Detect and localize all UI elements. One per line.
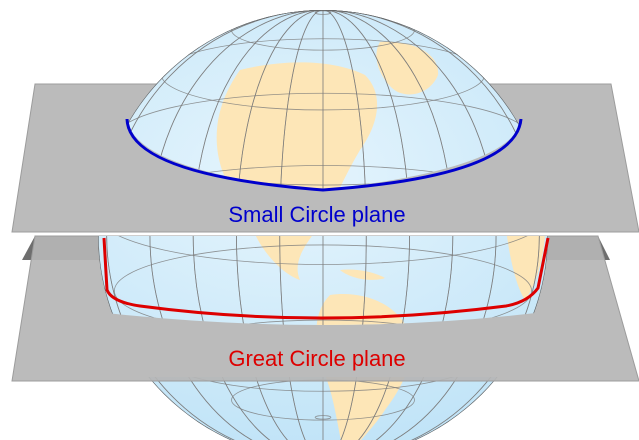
great-circle-line [102, 237, 550, 320]
great-circle-label: Great Circle plane [228, 346, 405, 371]
small-circle-label: Small Circle plane [228, 202, 405, 227]
small-circle-line [125, 118, 523, 192]
